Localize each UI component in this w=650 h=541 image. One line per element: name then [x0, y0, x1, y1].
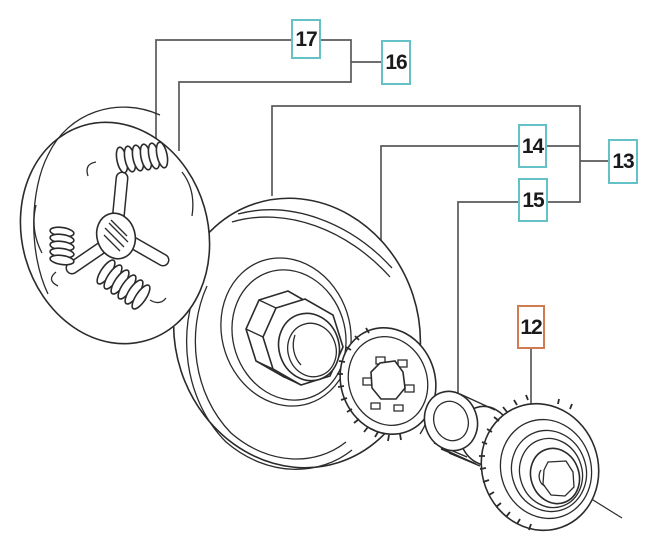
clutch-spring-bottom: [96, 259, 167, 310]
callout-13[interactable]: 13: [608, 139, 638, 184]
leader-line-17: [155, 39, 291, 169]
callout-leader-lines: [155, 39, 608, 415]
leader-line-15-left: [457, 201, 518, 396]
clutch-spring-top: [86, 141, 169, 177]
sprocket-rim-teeth: [337, 327, 402, 442]
callout-16[interactable]: 16: [381, 40, 411, 85]
clutch-spring-left: [49, 226, 75, 287]
callout-17[interactable]: 17: [291, 19, 321, 59]
clutch-assembly-drawing: [19, 106, 211, 345]
cover-rib-marks: [479, 394, 573, 531]
leader-line-16-trunk: [178, 39, 352, 151]
sprocket-rim-drawing: [337, 326, 437, 442]
callout-12[interactable]: 12: [517, 305, 545, 349]
callout-15[interactable]: 15: [518, 178, 548, 222]
sprocket-rim-opening: [370, 360, 406, 400]
leader-line-13-bracket: [271, 105, 581, 203]
clutch-center-hole: [95, 212, 137, 260]
clutch-cover-drawing: [479, 394, 600, 532]
callout-14[interactable]: 14: [518, 124, 547, 168]
